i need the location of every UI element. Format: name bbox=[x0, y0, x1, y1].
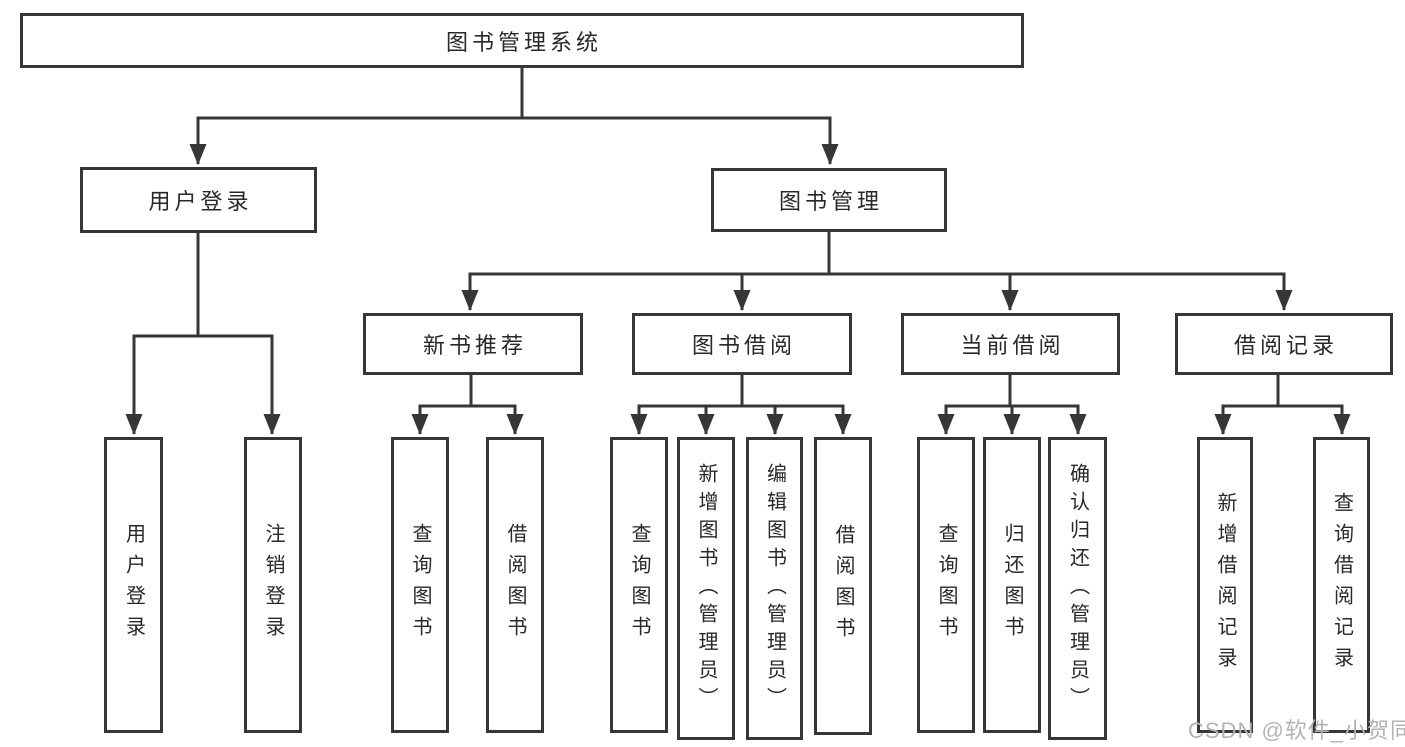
node-book-management-label: 图书管理 bbox=[778, 189, 883, 214]
leaf-borrow-books-1: 借阅图书 bbox=[486, 437, 544, 733]
node-new-book-recommend-label: 新书推荐 bbox=[422, 333, 527, 358]
node-user-login: 用户登录 bbox=[80, 167, 317, 233]
leaf-query-borrow-record-label: 查询借阅记录 bbox=[1330, 492, 1353, 678]
leaf-borrow-books-2-label: 借阅图书 bbox=[832, 524, 854, 648]
leaf-add-borrow-record-label: 新增借阅记录 bbox=[1214, 492, 1236, 678]
node-current-borrow-label: 当前借阅 bbox=[960, 333, 1065, 358]
node-book-borrow-label: 图书借阅 bbox=[691, 333, 796, 358]
leaf-edit-book-admin: 编辑图书（管理员） bbox=[746, 437, 803, 740]
leaf-query-books-3-label: 查询图书 bbox=[935, 523, 957, 647]
node-library-system-label: 图书管理系统 bbox=[445, 29, 602, 55]
leaf-logout-label: 注销登录 bbox=[262, 523, 284, 647]
leaf-add-book-admin-label: 新增图书（管理员） bbox=[695, 462, 717, 715]
node-book-borrow: 图书借阅 bbox=[632, 313, 852, 375]
leaf-return-books: 归还图书 bbox=[983, 437, 1041, 733]
node-library-system: 图书管理系统 bbox=[20, 13, 1024, 68]
leaf-query-borrow-record: 查询借阅记录 bbox=[1313, 437, 1370, 733]
leaf-borrow-books-1-label: 借阅图书 bbox=[504, 523, 526, 647]
leaf-query-books-1: 查询图书 bbox=[391, 437, 449, 733]
leaf-user-login-label: 用户登录 bbox=[122, 523, 145, 647]
node-book-management: 图书管理 bbox=[711, 168, 947, 232]
node-user-login-label: 用户登录 bbox=[148, 189, 253, 214]
leaf-query-books-2-label: 查询图书 bbox=[628, 523, 650, 647]
node-borrow-records: 借阅记录 bbox=[1175, 313, 1393, 375]
leaf-user-login: 用户登录 bbox=[104, 437, 163, 733]
node-new-book-recommend: 新书推荐 bbox=[363, 313, 583, 375]
leaf-return-books-label: 归还图书 bbox=[1001, 523, 1023, 647]
node-borrow-records-label: 借阅记录 bbox=[1233, 333, 1338, 358]
leaf-edit-book-admin-label: 编辑图书（管理员） bbox=[763, 462, 786, 715]
leaf-confirm-return-admin-label: 确认归还（管理员） bbox=[1066, 462, 1089, 715]
csdn-watermark: CSDN @软件_小贺同学 bbox=[1188, 718, 1405, 743]
leaf-query-books-1-label: 查询图书 bbox=[409, 523, 431, 647]
leaf-add-borrow-record: 新增借阅记录 bbox=[1197, 437, 1253, 733]
leaf-query-books-3: 查询图书 bbox=[917, 437, 975, 733]
leaf-add-book-admin: 新增图书（管理员） bbox=[677, 437, 735, 740]
node-current-borrow: 当前借阅 bbox=[901, 313, 1120, 375]
leaf-confirm-return-admin: 确认归还（管理员） bbox=[1048, 437, 1107, 740]
leaf-borrow-books-2: 借阅图书 bbox=[814, 437, 872, 735]
leaf-logout: 注销登录 bbox=[244, 437, 302, 733]
leaf-query-books-2: 查询图书 bbox=[610, 437, 668, 733]
